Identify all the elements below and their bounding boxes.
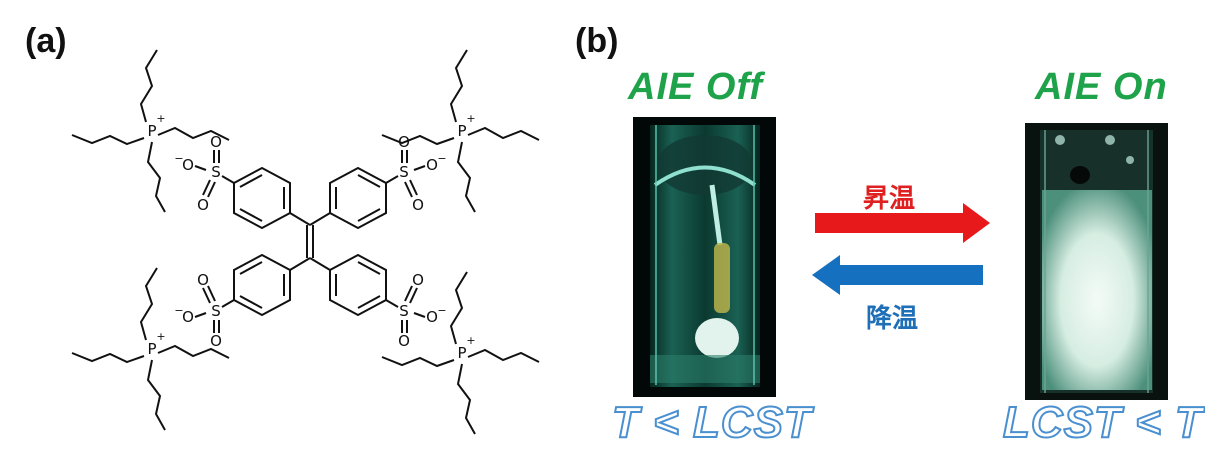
oxygen-label: O bbox=[197, 271, 209, 289]
anion-charge: − bbox=[174, 152, 183, 165]
oxygen-label: O bbox=[182, 156, 194, 174]
oxygen-label: O bbox=[426, 308, 438, 326]
atom-labels: P + P + P + P + S O O O − S O O O − S O … bbox=[147, 112, 475, 362]
photo-aie-off bbox=[633, 117, 776, 397]
oxygen-label: O bbox=[412, 196, 424, 214]
oxygen-label: O bbox=[210, 133, 222, 151]
anion-charge: − bbox=[437, 152, 446, 165]
phosphorus-label: P bbox=[147, 122, 156, 140]
cation-top-left bbox=[71, 49, 230, 213]
aie-on-title: AIE On bbox=[1035, 66, 1168, 108]
sulfur-label: S bbox=[211, 163, 221, 181]
cation-charge: + bbox=[156, 112, 165, 125]
condition-below-lcst: T < LCST bbox=[611, 397, 812, 448]
cation-top-right bbox=[381, 49, 540, 213]
cation-charge: + bbox=[466, 334, 475, 347]
oxygen-label: O bbox=[398, 332, 410, 350]
phosphorus-label: P bbox=[457, 344, 466, 362]
photo-aie-on bbox=[1025, 123, 1168, 400]
heating-label: 昇温 bbox=[863, 184, 916, 214]
oxygen-label: O bbox=[182, 308, 194, 326]
cooling-label: 降温 bbox=[866, 304, 919, 334]
anion-charge: − bbox=[437, 304, 446, 317]
sulfur-label: S bbox=[399, 302, 409, 320]
panel-label-a: (a) bbox=[25, 22, 67, 60]
cation-charge: + bbox=[156, 330, 165, 343]
panel-label-b: (b) bbox=[575, 22, 619, 60]
cation-bottom-left bbox=[71, 267, 230, 431]
heating-arrow bbox=[815, 203, 990, 243]
condition-above-lcst: LCST < T bbox=[1002, 397, 1203, 448]
sulfur-label: S bbox=[211, 302, 221, 320]
oxygen-label: O bbox=[412, 271, 424, 289]
cooling-arrow bbox=[812, 255, 983, 295]
oxygen-label: O bbox=[426, 156, 438, 174]
phosphorus-label: P bbox=[147, 340, 156, 358]
oxygen-label: O bbox=[210, 332, 222, 350]
oxygen-label: O bbox=[398, 133, 410, 151]
cation-charge: + bbox=[466, 112, 475, 125]
aie-off-title: AIE Off bbox=[628, 66, 764, 108]
oxygen-label: O bbox=[197, 196, 209, 214]
phosphorus-label: P bbox=[457, 122, 466, 140]
tetrabutylphosphonium-cations bbox=[71, 49, 540, 435]
tetraphenylethylene-core bbox=[194, 150, 426, 333]
anion-charge: − bbox=[174, 304, 183, 317]
sulfur-label: S bbox=[399, 163, 409, 181]
cation-bottom-right bbox=[381, 271, 540, 435]
